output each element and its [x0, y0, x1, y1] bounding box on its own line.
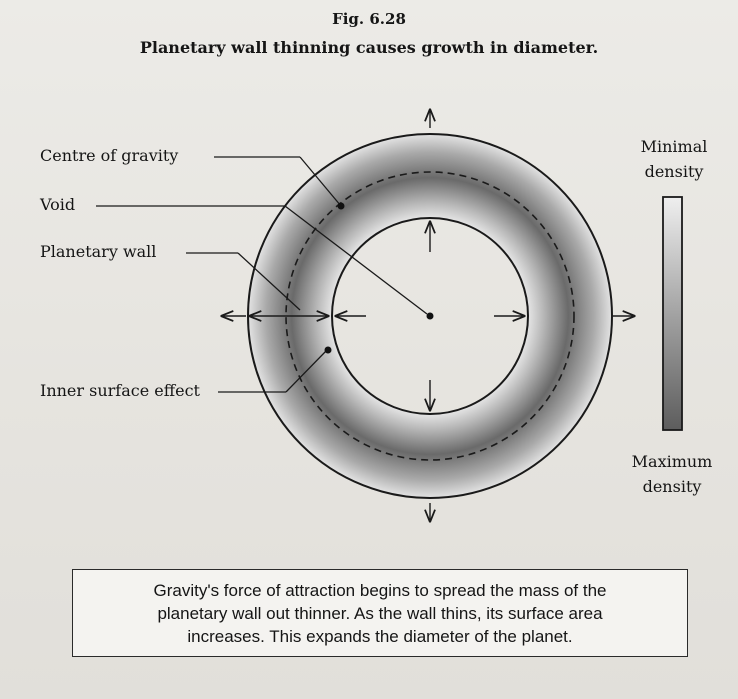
void-centre-dot	[426, 312, 434, 320]
caption-line-3: increases. This expands the diameter of …	[187, 627, 573, 646]
density-top-line2: density	[644, 162, 704, 181]
inner-surface-dot	[324, 346, 332, 354]
figure-number: Fig. 6.28	[332, 10, 406, 28]
leader-void-2	[284, 205, 428, 315]
density-bottom-line2: density	[642, 477, 702, 496]
caption-box: Gravity's force of attraction begins to …	[72, 569, 688, 657]
label-planetary-wall: Planetary wall	[40, 242, 157, 261]
density-bottom-line1: Maximum	[631, 452, 713, 471]
caption-line-1: Gravity's force of attraction begins to …	[153, 581, 607, 600]
label-void: Void	[40, 195, 76, 214]
leader-centre-of-gravity-2	[299, 156, 342, 207]
centre-of-gravity-dot	[337, 202, 345, 210]
leader-planetary-wall-2	[237, 252, 301, 311]
density-scale-bar	[662, 196, 683, 431]
planetary-wall-ring	[247, 134, 612, 499]
inner-surface-circle	[331, 217, 529, 415]
figure-title: Planetary wall thinning causes growth in…	[139, 38, 599, 57]
density-label-top: Minimal density	[624, 134, 724, 184]
density-label-bottom: Maximum density	[614, 449, 730, 499]
leader-inner-surface-2	[285, 349, 328, 393]
centre-of-gravity-dashed-circle	[285, 171, 575, 461]
label-centre-of-gravity: Centre of gravity	[40, 146, 179, 165]
caption-line-2: planetary wall out thinner. As the wall …	[157, 604, 603, 623]
density-top-line1: Minimal	[640, 137, 708, 156]
label-inner-surface-effect: Inner surface effect	[40, 381, 200, 400]
